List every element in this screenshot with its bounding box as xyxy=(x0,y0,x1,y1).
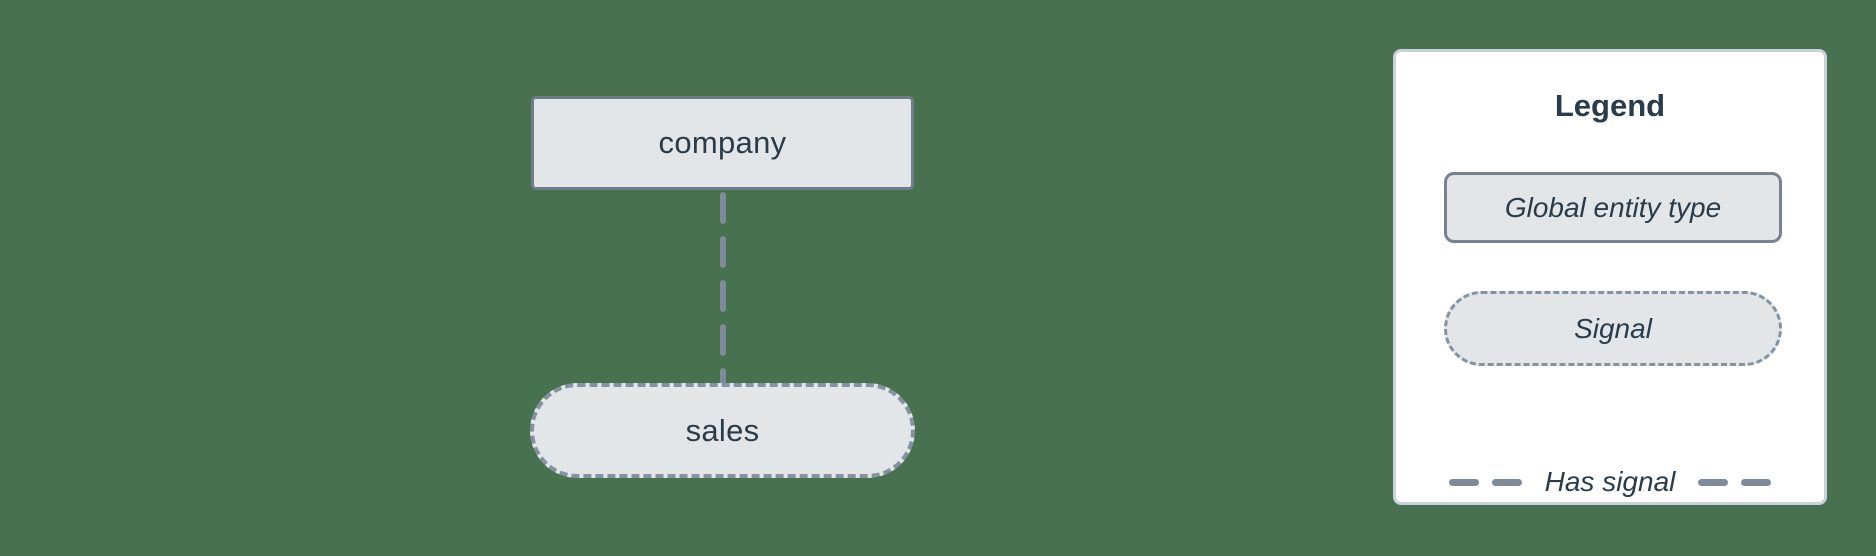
legend-title: Legend xyxy=(1554,88,1666,123)
dash-segment xyxy=(1491,478,1522,486)
legend-global-entity-type-sample: Global entity type xyxy=(1444,172,1782,243)
legend-has-signal-label: Has signal xyxy=(1544,466,1676,497)
dash-segment xyxy=(1698,478,1729,486)
has-signal-edge xyxy=(720,192,726,383)
legend-panel: Legend Global entity type Signal Has sig… xyxy=(1393,49,1827,505)
node-company-label: company xyxy=(658,125,787,160)
node-sales[interactable]: sales xyxy=(530,383,915,478)
legend-has-signal-sample: Has signal xyxy=(1396,460,1824,504)
node-company[interactable]: company xyxy=(531,96,914,190)
legend-signal-label: Signal xyxy=(1574,312,1652,344)
legend-global-entity-type-label: Global entity type xyxy=(1504,191,1722,223)
dash-segment xyxy=(1448,478,1479,486)
legend-signal-sample: Signal xyxy=(1444,291,1782,366)
dash-segment xyxy=(1741,478,1772,486)
node-sales-label: sales xyxy=(685,412,760,448)
